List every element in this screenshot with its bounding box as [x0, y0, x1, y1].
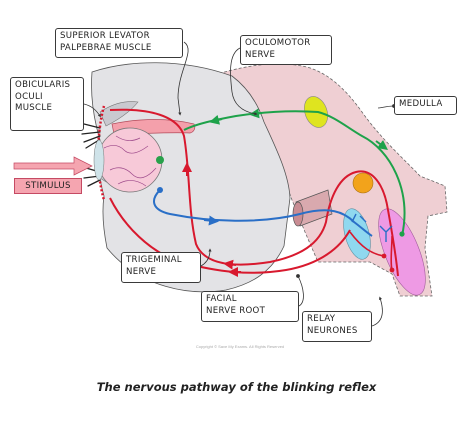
relay-blue-branch [351, 213, 393, 242]
orange-nucleus [352, 172, 374, 194]
eyeball [93, 127, 164, 193]
label-orbicularis-oculi: OBICULARIS OCULI MUSCLE [10, 77, 84, 131]
stimulus-arrow [13, 156, 93, 176]
relay-link-2 [390, 235, 393, 271]
label-stimulus: STIMULUS [14, 178, 82, 194]
blink-reflex-diagram [13, 41, 448, 327]
relay-link-1 [349, 231, 385, 257]
figure-caption: The nervous pathway of the blinking refl… [96, 380, 377, 394]
label-trigeminal-nerve: TRIGEMINAL NERVE [121, 252, 201, 283]
label-relay-neurones: RELAY NEURONES [302, 311, 372, 342]
facial-nucleus [378, 208, 426, 296]
copyright-notice: Copyright © Save My Exams. All Rights Re… [195, 344, 285, 349]
oculomotor-pathway [183, 110, 406, 237]
upper-eyelid [99, 101, 139, 127]
upper-eyelashes [81, 123, 101, 149]
orbicularis-oculi-muscle [96, 105, 106, 201]
trigeminal-sensory-pathway [153, 189, 373, 237]
facial-motor-pathway [109, 108, 399, 277]
label-facial-nerve-root: FACIAL NERVE ROOT [201, 291, 299, 322]
label-superior-levator: SUPERIOR LEVATOR PALPEBRAE MUSCLE [55, 28, 183, 58]
label-pointers [83, 41, 396, 327]
label-oculomotor-nerve: OCULOMOTOR NERVE [240, 35, 332, 65]
label-medulla: MEDULLA [394, 96, 457, 115]
